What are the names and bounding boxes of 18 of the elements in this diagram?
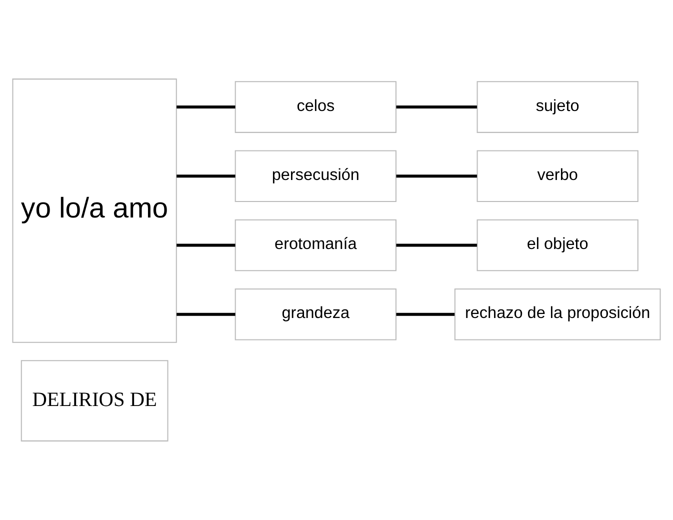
node-box: erotomanía xyxy=(234,219,396,272)
connector xyxy=(176,106,236,109)
connector xyxy=(396,174,477,178)
node-box: DELIRIOS DE xyxy=(20,360,168,442)
node-box: sujeto xyxy=(476,81,638,133)
node-box: yo lo/a amo xyxy=(12,78,177,343)
node-box: verbo xyxy=(476,150,638,202)
connector xyxy=(176,312,236,316)
connector xyxy=(176,174,236,178)
node-box: el objeto xyxy=(476,219,638,272)
node-box: rechazo de la proposición xyxy=(454,288,661,340)
node-box: persecusión xyxy=(234,150,396,202)
node-box: grandeza xyxy=(234,288,396,340)
node-box: celos xyxy=(234,81,396,133)
connector xyxy=(396,106,477,109)
connector xyxy=(396,312,455,316)
connector xyxy=(396,244,477,247)
connector xyxy=(176,244,236,247)
